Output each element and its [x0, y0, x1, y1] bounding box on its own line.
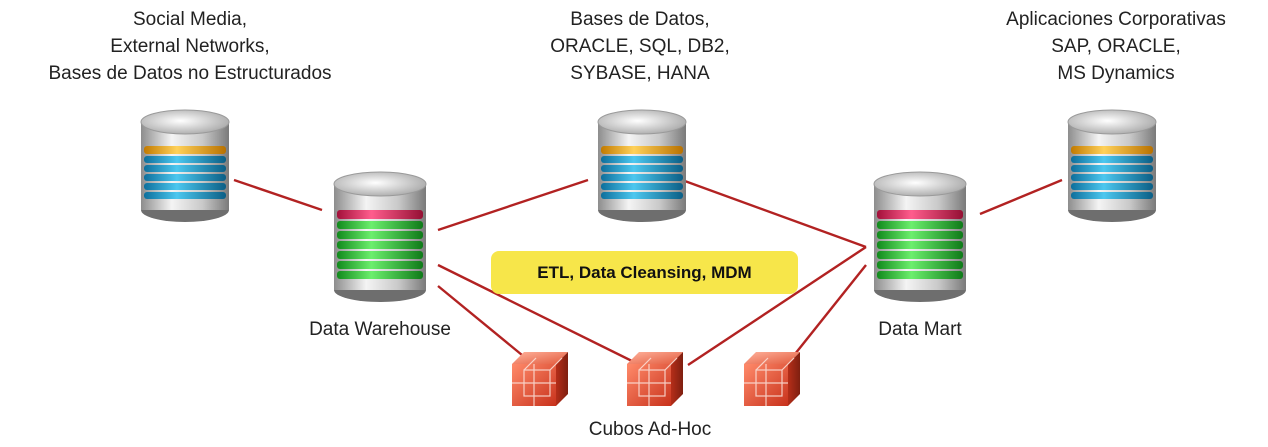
database-icon: [597, 109, 687, 222]
connectors: [233, 178, 1063, 367]
cube-icon: [512, 352, 568, 406]
source-label-corporate: Aplicaciones Corporativas SAP, ORACLE, M…: [1006, 9, 1226, 84]
connector-mart-cube2: [687, 245, 867, 367]
mart-label: Data Mart: [878, 319, 962, 340]
source-label-databases: Bases de Datos, ORACLE, SQL, DB2, SYBASE…: [550, 9, 730, 84]
database-icon: [140, 109, 230, 222]
source-label-social: Social Media, External Networks, Bases d…: [48, 9, 332, 84]
database-icon: [333, 171, 427, 302]
connector-social-warehouse: [233, 178, 323, 212]
connector-databases-mart: [681, 178, 867, 249]
process-badge: ETL, Data Cleansing, MDM: [491, 251, 798, 294]
process-badge-label: ETL, Data Cleansing, MDM: [537, 262, 752, 282]
database-icon: [1067, 109, 1157, 222]
cube-icon: [627, 352, 683, 406]
warehouse-label: Data Warehouse: [309, 319, 451, 340]
cubes-label: Cubos Ad-Hoc: [588, 419, 712, 440]
database-icon: [873, 171, 967, 302]
connector-warehouse-databases: [437, 178, 589, 232]
connector-mart-corporate: [979, 178, 1063, 216]
connector-warehouse-cube2: [437, 263, 641, 367]
connector-warehouse-cube1: [437, 285, 523, 356]
cube-icon: [744, 352, 800, 406]
connector-mart-cube3: [794, 264, 867, 355]
